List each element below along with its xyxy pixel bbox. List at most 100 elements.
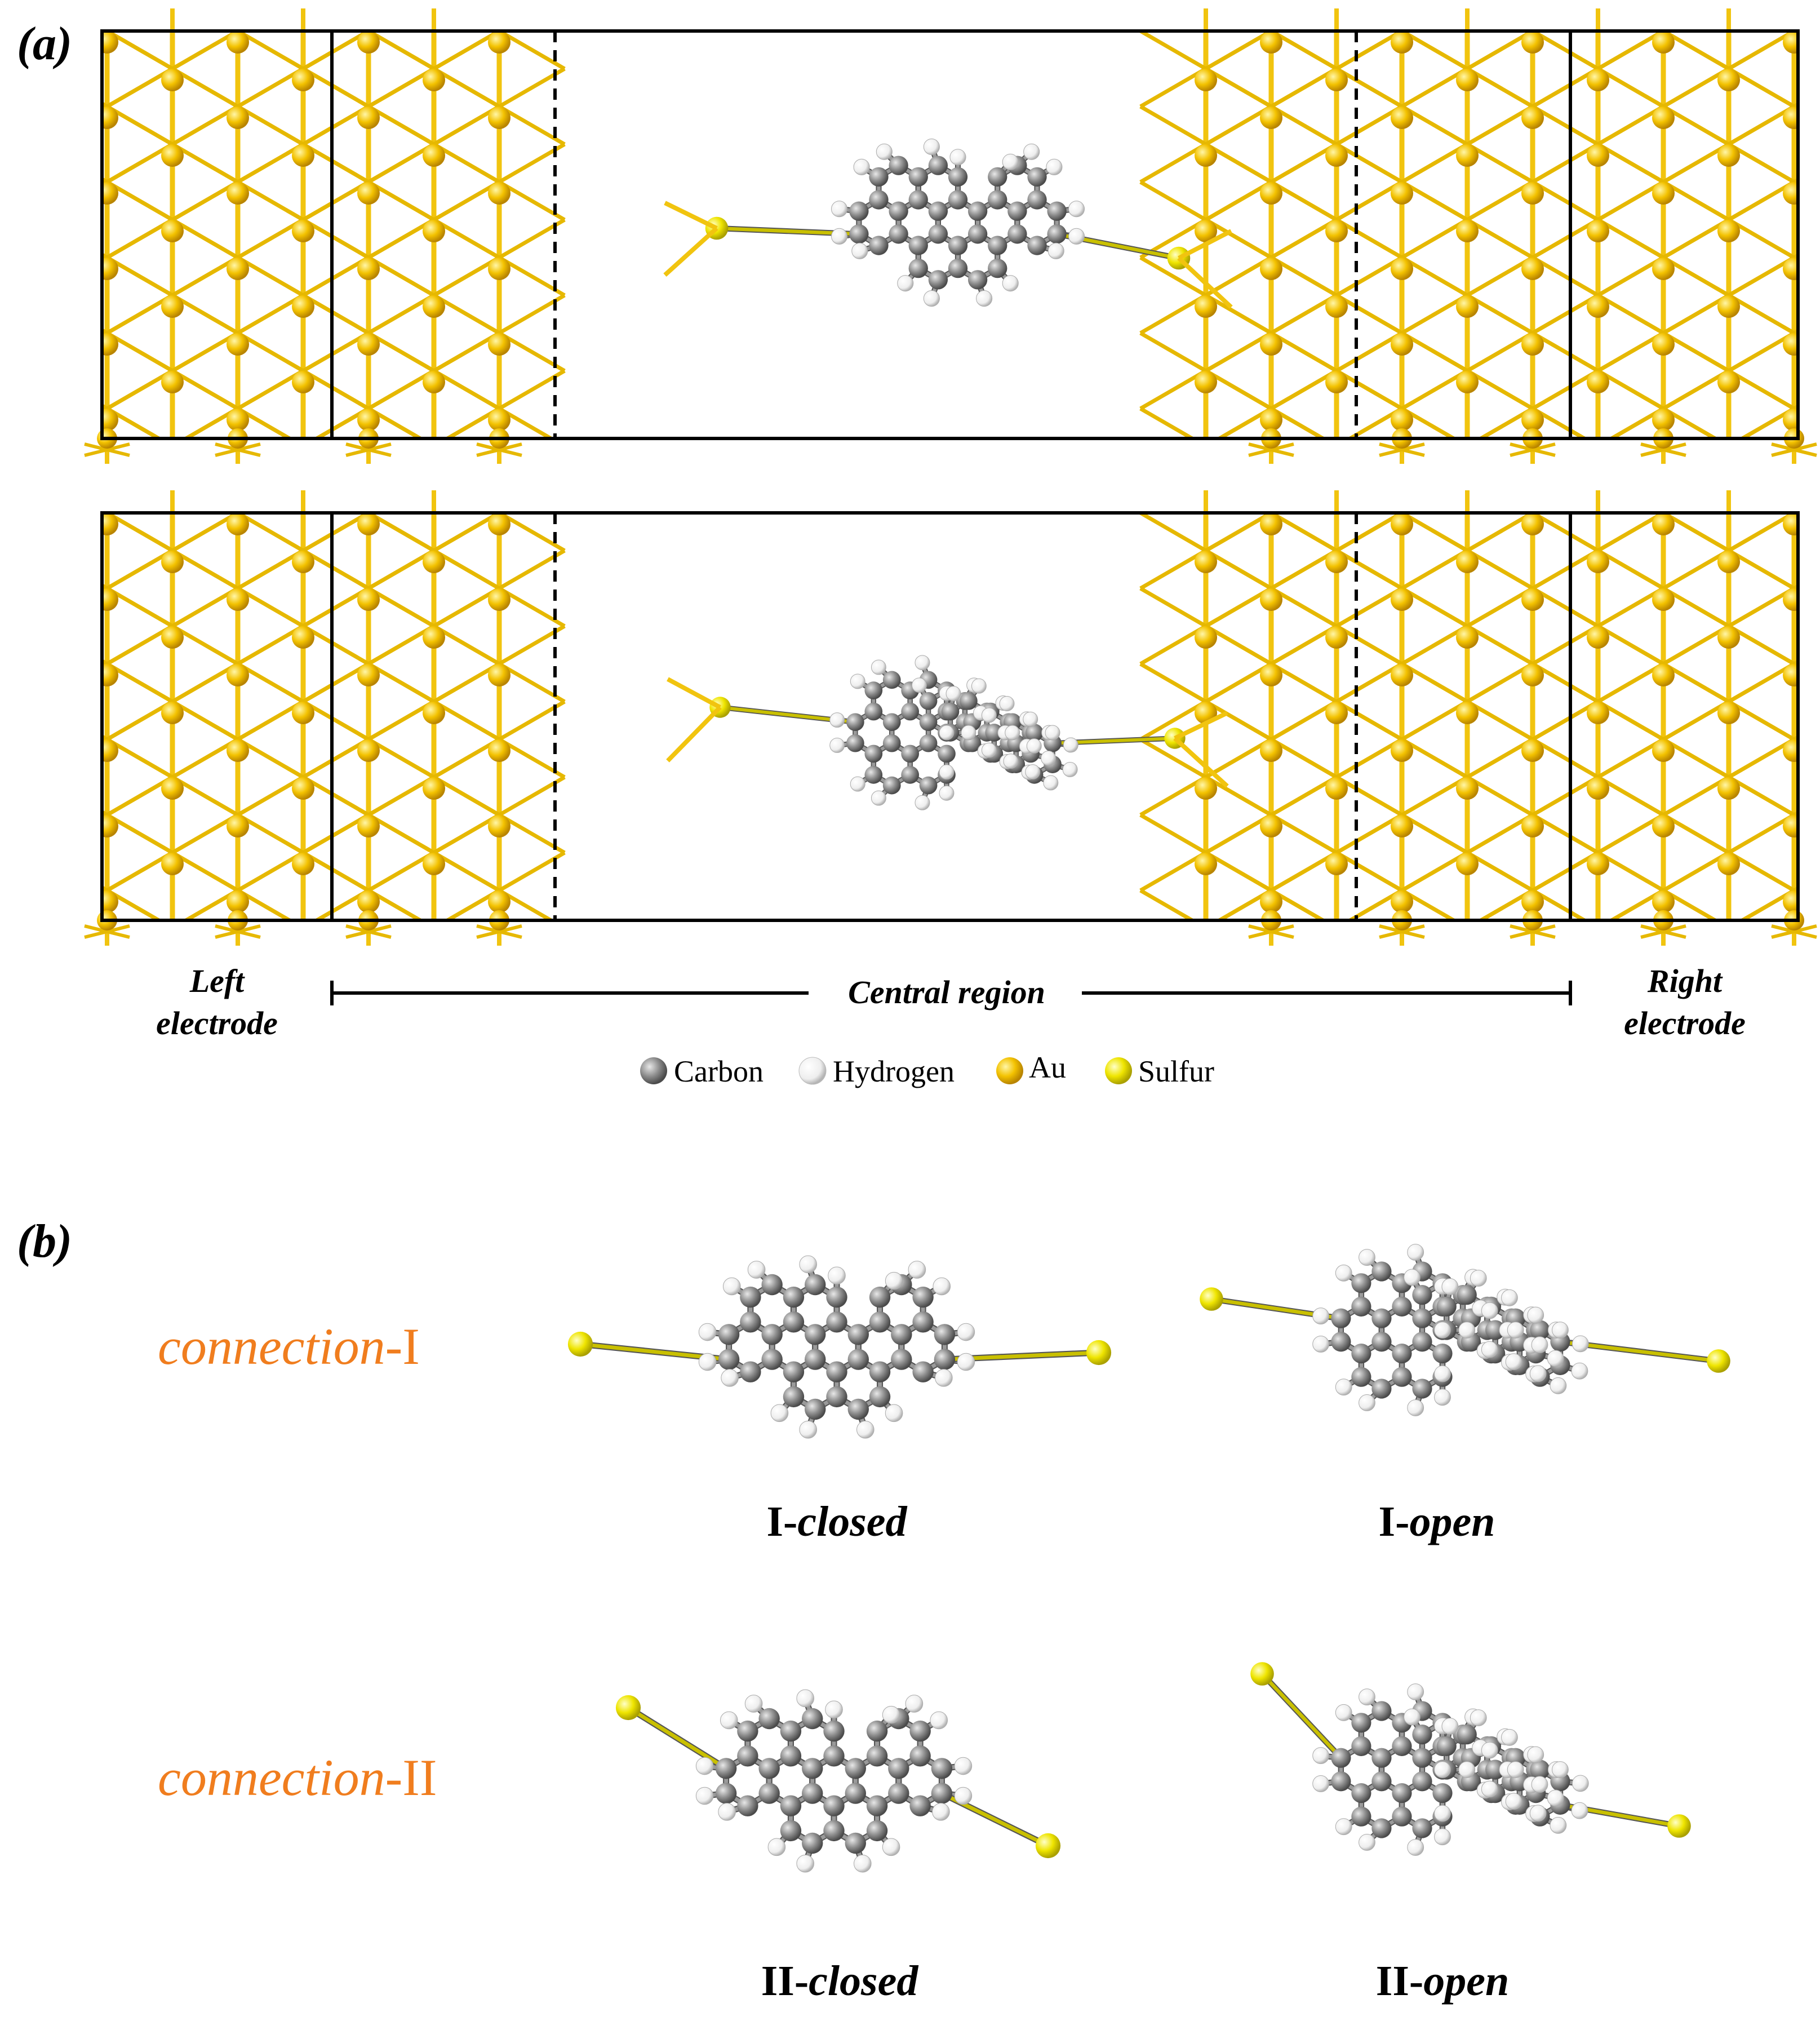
- carbon-atom: [908, 236, 928, 255]
- au-atom: [1717, 853, 1740, 875]
- au-atom: [1587, 702, 1609, 724]
- au-atom: [1783, 258, 1798, 280]
- au-bond: [1771, 442, 1817, 457]
- carbon-atom: [780, 1745, 802, 1767]
- hydrogen-atom: [851, 242, 868, 259]
- au-atom: [1325, 69, 1348, 91]
- au-atom: [1195, 777, 1217, 800]
- hydrogen-atom: [1550, 1816, 1567, 1834]
- au-atom: [1456, 853, 1479, 875]
- hydrogen-atom: [1068, 201, 1085, 218]
- au-bond: [84, 442, 130, 457]
- au-atom: [1325, 144, 1348, 167]
- carbon-atom: [909, 1720, 931, 1742]
- carbon-atom: [891, 1349, 912, 1370]
- hydrogen-atom: [1359, 1834, 1375, 1851]
- carbon-atom: [826, 1286, 847, 1308]
- sulfur-atom: [1086, 1340, 1112, 1366]
- carbon-atom: [802, 1783, 823, 1804]
- carbon-atom: [1027, 167, 1047, 187]
- au-atom: [488, 890, 511, 913]
- au-atom: [488, 513, 511, 535]
- au-atom: [161, 551, 184, 573]
- carbon-atom: [826, 1386, 847, 1408]
- au-atom: [1260, 513, 1282, 535]
- au-bond: [1728, 177, 1798, 222]
- carbon-atom: [934, 1324, 956, 1345]
- right-electrode-label-line2: electrode: [1624, 1005, 1746, 1041]
- carbon-atom: [1392, 1736, 1412, 1756]
- hydrogen-atom: [923, 138, 940, 155]
- au-atom: [161, 853, 184, 875]
- carbon-atom: [1371, 1748, 1392, 1768]
- carbon-atom: [780, 1820, 802, 1842]
- carbon-atom: [889, 224, 908, 244]
- au-atom: [423, 853, 445, 875]
- carbon-atom: [845, 1758, 866, 1779]
- carbon-atom: [780, 1795, 802, 1816]
- molecule-I-closed: [567, 1255, 1112, 1439]
- au-atom: [292, 777, 314, 800]
- au-atom: [1391, 588, 1413, 611]
- hydrogen-atom: [1481, 1741, 1498, 1759]
- carbon-atom: [948, 236, 968, 255]
- au-bond: [495, 31, 566, 71]
- carbon-atom: [761, 1349, 783, 1370]
- carbon-atom: [1351, 1713, 1371, 1733]
- au-atom: [1717, 220, 1740, 242]
- hydrogen-atom: [1552, 1322, 1569, 1339]
- carbon-atom: [901, 766, 919, 784]
- au-atom: [102, 588, 118, 611]
- carbon-atom: [891, 1324, 912, 1345]
- au-atom: [1521, 588, 1544, 611]
- hydrogen-atom: [1335, 1264, 1352, 1282]
- carbon-atom: [1371, 1818, 1392, 1838]
- carbon-atom: [882, 734, 901, 752]
- au-bond: [1729, 928, 1820, 1004]
- au-bond: [106, 406, 163, 438]
- au-atom: [1521, 258, 1544, 280]
- hydrogen-atom: [905, 1695, 924, 1713]
- carbon-atom: [761, 1324, 783, 1345]
- carbon-atom: [864, 766, 883, 784]
- au-atom: [488, 815, 511, 837]
- au-atom: [488, 182, 511, 205]
- connection-I-label: connection-I: [158, 1318, 420, 1375]
- carbon-atom: [1007, 224, 1027, 244]
- au-bond: [1728, 293, 1798, 338]
- au-bond: [1728, 101, 1798, 147]
- hydrogen-atom: [932, 1803, 950, 1821]
- au-bond: [171, 513, 242, 553]
- hydrogen-atom: [911, 677, 927, 693]
- hydrogen-atom: [1312, 1308, 1330, 1324]
- carbon-atom: [931, 1758, 953, 1779]
- hydrogen-atom: [1407, 1399, 1424, 1416]
- hydrogen-atom: [831, 201, 848, 218]
- carbon-atom: [919, 713, 938, 732]
- au-atom: [1521, 107, 1544, 129]
- au-atom: [227, 31, 249, 54]
- hydrogen-atom: [1068, 228, 1085, 245]
- au-atom: [1717, 69, 1740, 91]
- carbon-atom: [1392, 1806, 1412, 1827]
- au-atom: [1783, 739, 1798, 762]
- molecule-bond: [1260, 1672, 1343, 1760]
- au-atom: [227, 182, 249, 205]
- hydrogen-atom: [1023, 143, 1040, 160]
- au-bond: [1379, 442, 1425, 457]
- hydrogen-atom: [1572, 1335, 1589, 1353]
- molecule-junction-top: [663, 138, 1233, 309]
- au-atom: [1456, 220, 1479, 242]
- hydrogen-atom: [1407, 1683, 1424, 1700]
- au-atom: [227, 739, 249, 762]
- carbon-atom: [1392, 1344, 1412, 1364]
- au-atom: [1521, 890, 1544, 913]
- au-atom: [161, 702, 184, 724]
- carbon-atom: [1432, 1783, 1453, 1803]
- hydrogen-atom: [1045, 725, 1060, 741]
- legend-carbon-icon: [640, 1057, 667, 1084]
- sulfur-atom: [615, 1695, 641, 1721]
- II-closed-label: II-closed: [761, 1957, 919, 2005]
- au-atom: [1260, 333, 1282, 356]
- au-atom: [1521, 664, 1544, 686]
